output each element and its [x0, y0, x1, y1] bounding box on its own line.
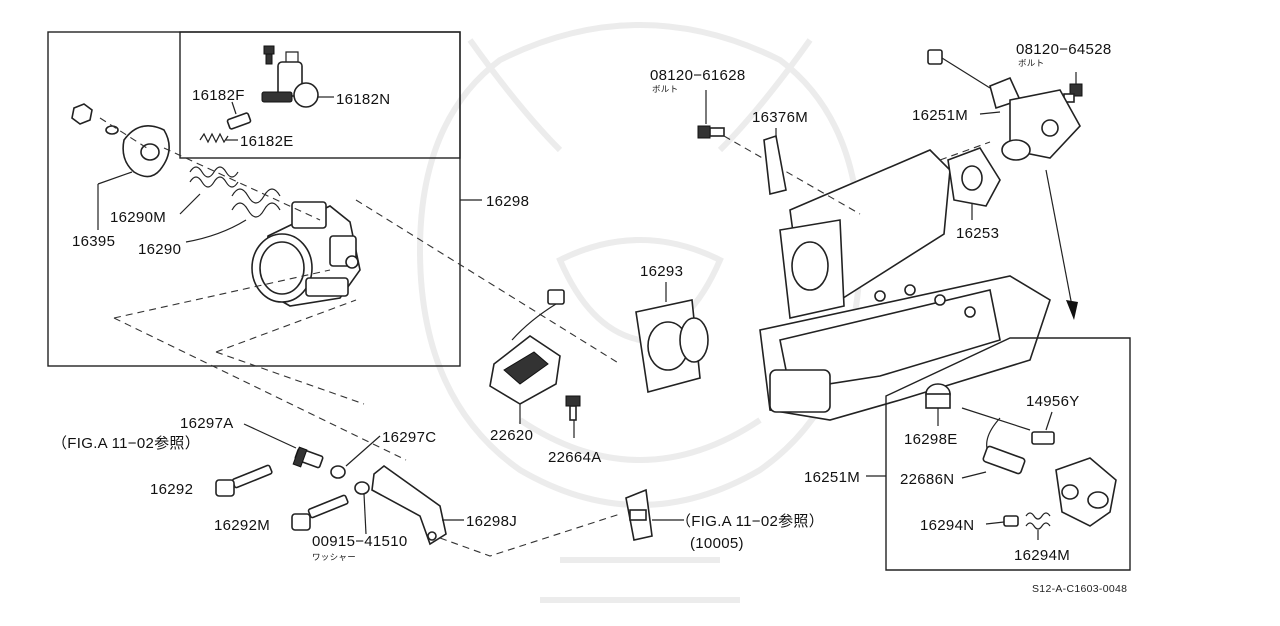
label-16298e: 16298E: [904, 431, 958, 448]
valve-body: [1055, 457, 1117, 527]
arrow-icon: [1045, 169, 1078, 320]
bolt-16292: [215, 464, 273, 497]
label-washer-jp: ワッシャー: [312, 552, 356, 562]
label-fig-ref-bottom-num: (10005): [690, 535, 744, 552]
label-16395: 16395: [72, 233, 115, 250]
nut-icon: [71, 103, 119, 135]
label-bolt-jp-2: ボルト: [1018, 58, 1044, 68]
bolt-icon: [263, 45, 275, 65]
bolt-08120-61628: [697, 125, 725, 139]
label-16182n: 16182N: [336, 91, 390, 108]
bolt-16297a: [292, 446, 324, 469]
label-16251m-top: 16251M: [912, 107, 968, 124]
valve-detail-inset: [866, 337, 1131, 571]
gasket-16293: [635, 299, 709, 394]
group-frame: [47, 31, 461, 367]
label-22686n: 22686N: [900, 471, 954, 488]
label-16251m-inset: 16251M: [804, 469, 860, 486]
label-16297a: 16297A: [180, 415, 234, 432]
solenoid-22686n: [982, 445, 1026, 475]
bolt-16292m: [291, 494, 349, 531]
label-14956y: 14956Y: [1026, 393, 1080, 410]
label-08120-64528: 08120−64528: [1016, 41, 1111, 58]
idle-valve-16251m: [927, 49, 1081, 161]
label-fig-ref-left: （FIG.A 11−02参照）: [52, 435, 200, 452]
sensor-22620: [489, 289, 565, 405]
throttle-body: [251, 201, 361, 307]
sensor-16182n: [261, 51, 319, 108]
bracket-fig-ref: [625, 488, 653, 541]
label-16292: 16292: [150, 481, 193, 498]
label-08120-61628: 08120−61628: [650, 67, 745, 84]
label-16290: 16290: [138, 241, 181, 258]
label-16182f: 16182F: [192, 87, 245, 104]
spring-16290: [231, 188, 281, 218]
label-16253: 16253: [956, 225, 999, 242]
gasket-16253: [947, 147, 1001, 207]
sensor-14956y: [961, 407, 1055, 457]
cap-16298e: [925, 383, 951, 409]
label-16294m: 16294M: [1014, 547, 1070, 564]
label-16298j: 16298J: [466, 513, 517, 530]
label-16376m: 16376M: [752, 109, 808, 126]
label-16294n: 16294N: [920, 517, 974, 534]
clip-16376m: [763, 134, 787, 195]
label-22664a: 22664A: [548, 449, 602, 466]
watermark-emblem: [416, 22, 864, 603]
label-22620: 22620: [490, 427, 533, 444]
bolt-08120-64528: [1063, 83, 1083, 103]
pin-16182f: [226, 112, 252, 130]
label-00915-41510: 00915−41510: [312, 533, 407, 550]
sub-group-frame: [179, 31, 461, 159]
intake-manifold: [759, 149, 1051, 421]
spring-16182e: [199, 132, 229, 144]
label-16292m: 16292M: [214, 517, 270, 534]
spring-16294m: [1025, 512, 1051, 530]
label-16293: 16293: [640, 263, 683, 280]
bolt-22664a: [565, 395, 581, 421]
label-16182e: 16182E: [240, 133, 294, 150]
label-bolt-jp-1: ボルト: [652, 84, 678, 94]
label-16290m: 16290M: [110, 209, 166, 226]
lever-16395: [122, 124, 170, 178]
washer-icon: [330, 465, 370, 495]
label-16298: 16298: [486, 193, 529, 210]
throttle-body-group: [47, 31, 482, 367]
bracket-16298j: [371, 464, 447, 546]
label-16297c: 16297C: [382, 429, 436, 446]
label-fig-ref-bottom: （FIG.A 11−02参照）: [676, 513, 824, 530]
plug-16294n: [1003, 515, 1019, 527]
spring-16290m: [189, 166, 239, 188]
reference-code: S12-A-C1603-0048: [1032, 583, 1127, 595]
